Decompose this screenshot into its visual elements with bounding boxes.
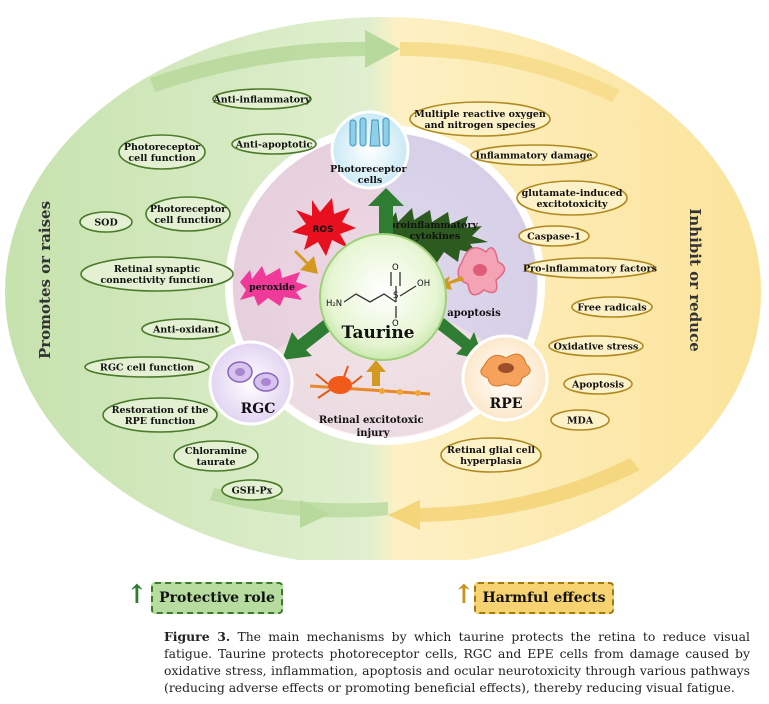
harmful-arrow-ros (294, 250, 318, 274)
excitotoxic-label: Retinal excitotoxic injury (319, 415, 427, 439)
promote-pill-1 (118, 134, 206, 170)
inhibit-pill-9 (440, 437, 542, 473)
promote-pill-4 (145, 196, 231, 232)
side-label-left: Promotes or raises (36, 201, 54, 359)
promote-pill-3 (79, 211, 133, 233)
arrow-to-photoreceptor (368, 188, 404, 242)
protective-arrows (282, 188, 484, 360)
taurine-oh: OH (417, 279, 430, 289)
legend-harmful-label: Harmful effects (482, 590, 606, 606)
legend-protective-role: Protective role (151, 582, 283, 614)
promote-pill-8 (102, 397, 218, 433)
cytokines-label: proinflammatory cytokines (389, 220, 481, 242)
inhibit-pill-label-4: Pro-inflammatory factors (523, 264, 657, 275)
top-cycle-arrow (150, 41, 370, 92)
promote-pill-label-0: Anti-inflammatory (212, 95, 311, 106)
side-label-right: Inhibit or reduce (686, 208, 704, 352)
promote-pill-5 (80, 256, 234, 292)
taurine-s: S (393, 291, 398, 301)
arrow-to-rpe (436, 318, 484, 360)
inhibit-pill-6 (548, 335, 644, 357)
inhibit-pill-label-1: Inflammatory damage (476, 151, 593, 162)
harmful-arrow-neuron (366, 360, 386, 386)
bottom-left-arrow-head (300, 500, 330, 528)
inhibit-pill-label-3: Caspase-1 (527, 232, 581, 243)
top-cycle-arrow-head (365, 30, 400, 68)
taurine-node (319, 233, 447, 361)
peroxide-label: peroxide (249, 282, 295, 293)
taurine-o-top: O (392, 263, 399, 273)
rpe-label: RPE (490, 396, 523, 412)
bottom-cycle-arrow-head (388, 500, 420, 530)
inner-sector-bottom (254, 285, 518, 439)
legend-protective-arrow-icon: ↑ (126, 580, 148, 610)
arrow-to-rgc (282, 318, 334, 360)
inhibit-pill-8 (550, 409, 610, 431)
inhibit-pill-2 (516, 180, 628, 216)
photoreceptor-icon (349, 117, 390, 147)
promote-pill-7 (84, 356, 210, 378)
caption-text: The main mechanisms by which taurine pro… (164, 629, 750, 695)
legend-protective-label: Protective role (159, 590, 275, 606)
inhibit-pill-label-7: Apoptosis (571, 380, 624, 391)
rpe-icon (480, 353, 531, 387)
peroxide-burst: peroxide (240, 266, 308, 306)
promote-pill-6 (141, 318, 231, 340)
rgc-label: RGC (241, 401, 276, 417)
inhibit-pill-label-8: MDA (567, 416, 594, 427)
inhibit-pill-5 (571, 296, 653, 318)
top-right-band (400, 42, 620, 102)
promote-pill-10 (221, 479, 283, 501)
inhibit-pill-label-6: Oxidative stress (554, 342, 639, 353)
promote-pill-label-6: Anti-oxidant (152, 325, 220, 336)
inhibit-pill-3 (518, 225, 590, 247)
taurine-structure (343, 272, 417, 318)
inhibit-pill-1 (470, 144, 598, 166)
promote-pill-label-2: Anti-apoptotic (235, 140, 313, 151)
bottom-right-band (420, 458, 640, 522)
taurine-label: Taurine (342, 323, 415, 343)
ros-splat: ROS (292, 198, 356, 256)
inhibit-pill-0 (409, 101, 551, 137)
inhibit-pill-4 (524, 257, 656, 279)
promote-pill-0 (212, 88, 312, 110)
ros-label: ROS (312, 225, 333, 235)
taurine-mechanism-diagram: Promotes or raises Inhibit or reduce Ant… (5, 17, 761, 560)
figure-caption: Figure 3. The main mechanisms by which t… (164, 628, 750, 696)
photoreceptor-label: Photoreceptor cells (330, 164, 410, 186)
promote-pill-9 (173, 440, 259, 472)
promote-pill-label-10: GSH-Px (232, 486, 273, 497)
apoptosis-label: apoptosis (447, 308, 501, 319)
inhibit-pill-label-5: Free radicals (577, 303, 646, 314)
rgc-node (208, 340, 294, 426)
promote-pill-label-7: RGC cell function (100, 363, 194, 374)
bottom-left-band (210, 488, 388, 518)
promote-pill-label-3: SOD (94, 218, 117, 229)
neuron-icon: Retinal excitotoxic injury (309, 365, 431, 439)
caption-label: Figure 3. (164, 629, 231, 644)
legend-harmful-arrow-icon: ↑ (453, 580, 475, 610)
apoptosis-cell-icon: apoptosis (447, 247, 506, 319)
rgc-icon (227, 361, 279, 392)
inhibit-pill-7 (563, 373, 633, 395)
taurine-nh2: H₂N (326, 299, 342, 309)
taurine-o-bottom: O (392, 319, 399, 329)
legend-harmful-effects: Harmful effects (474, 582, 614, 614)
promote-pill-2 (231, 133, 317, 155)
